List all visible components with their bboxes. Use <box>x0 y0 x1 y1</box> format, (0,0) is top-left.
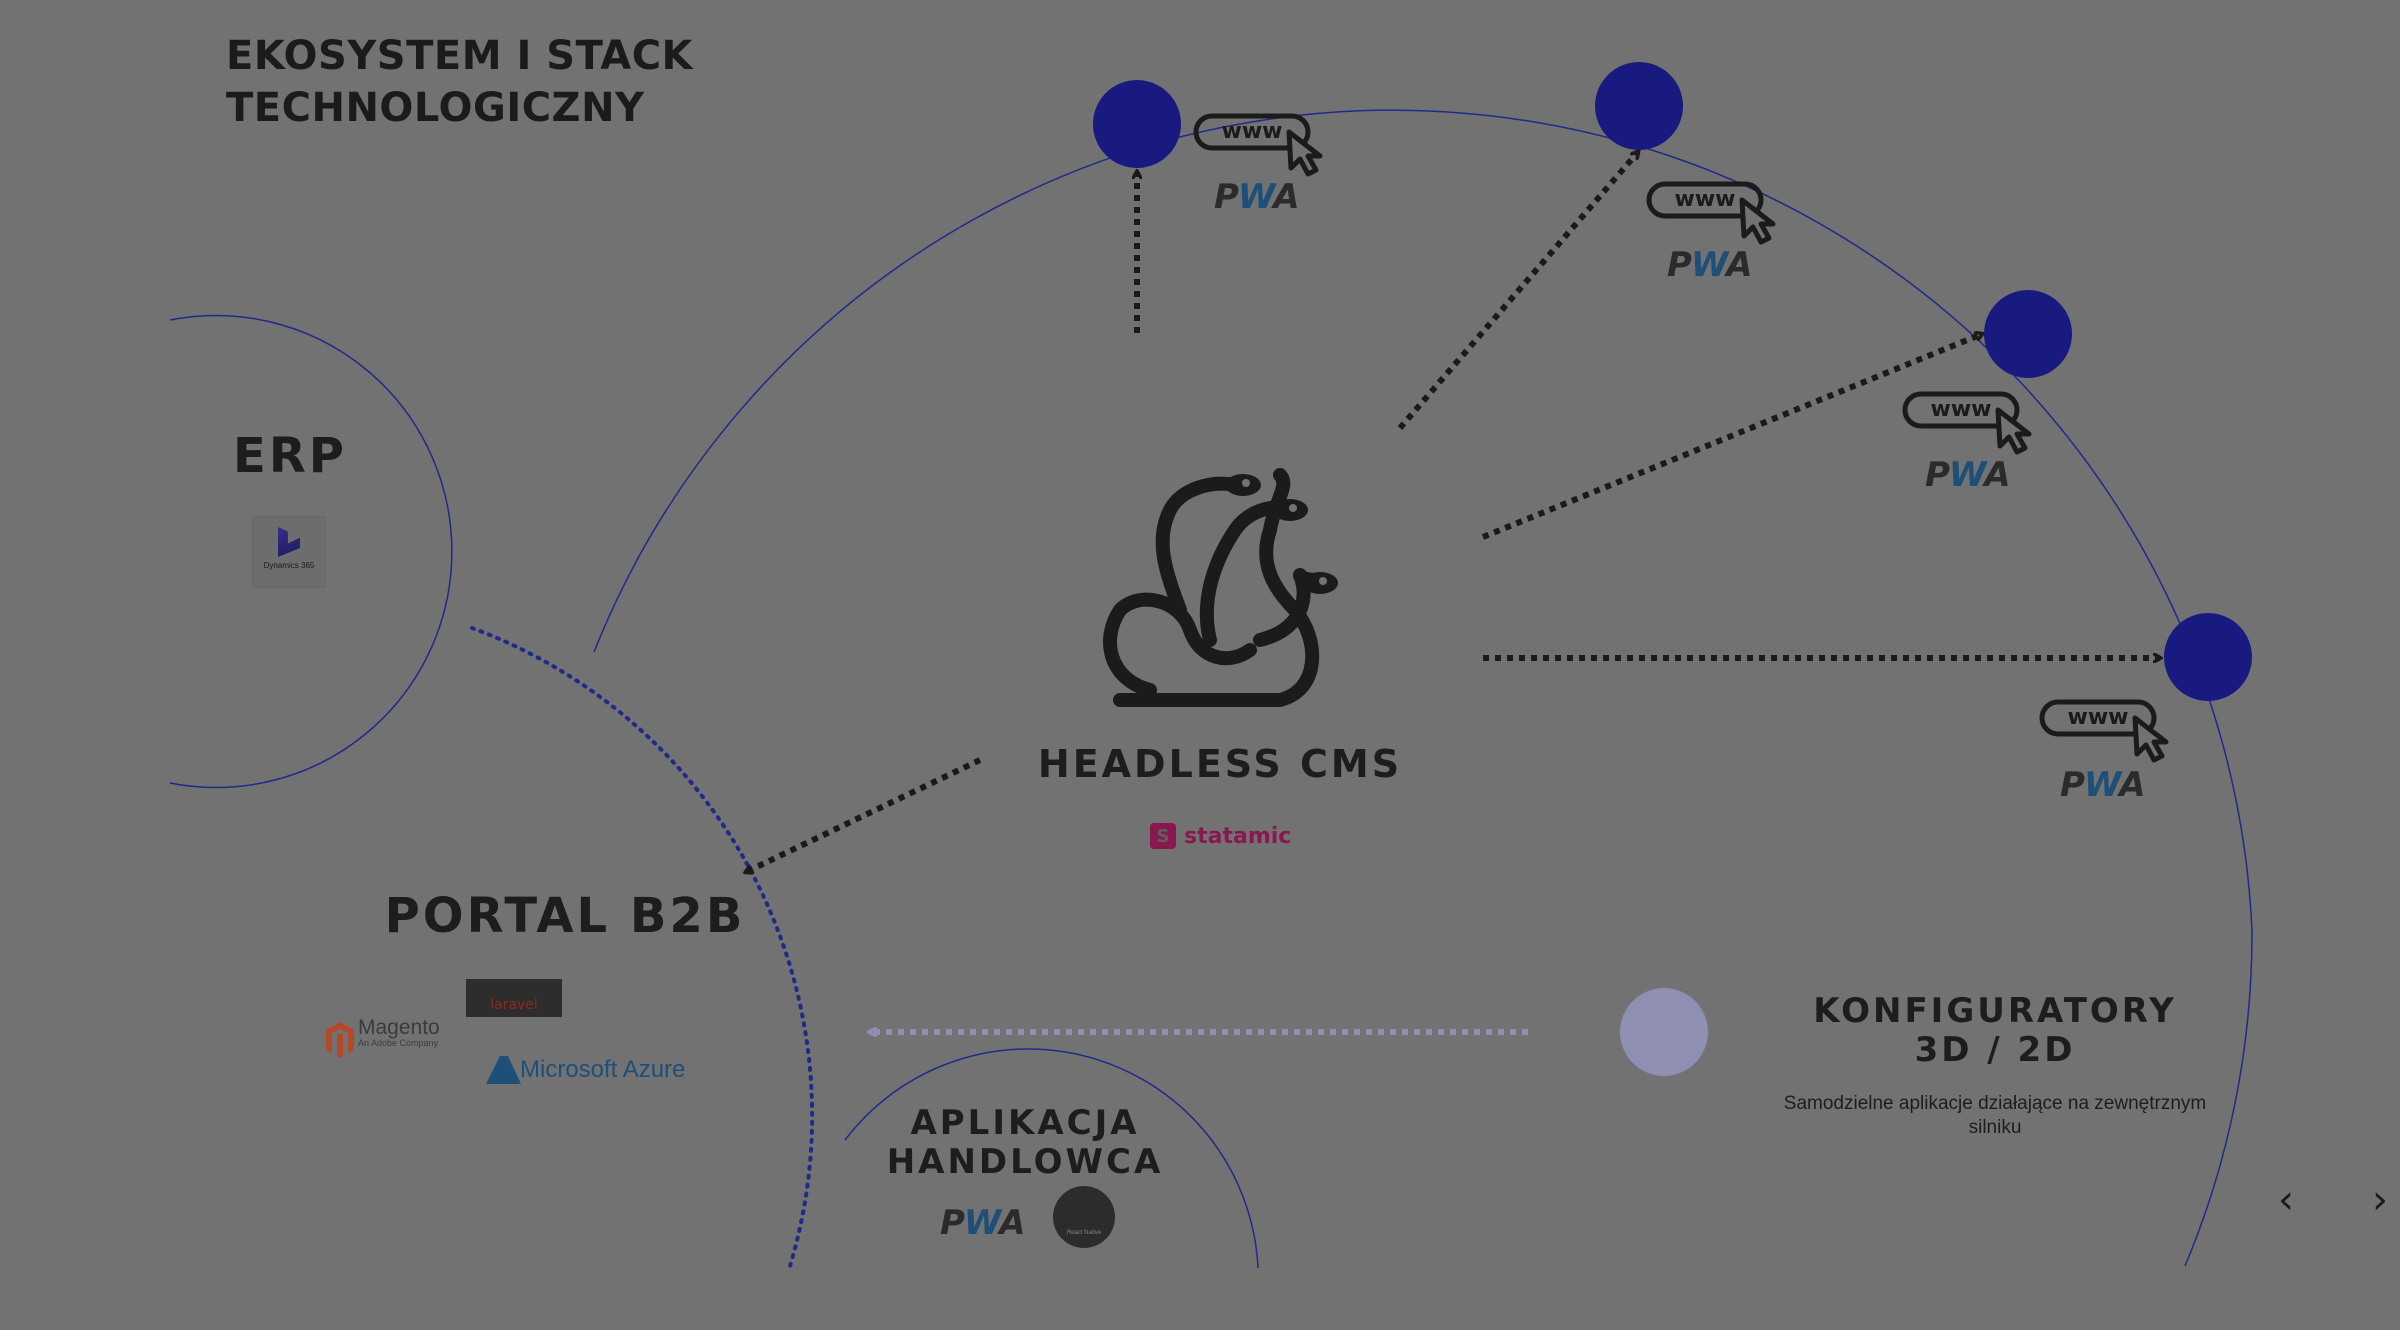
laravel-logo: laravel <box>466 979 562 1017</box>
channel-node-4 <box>2164 613 2252 701</box>
configurator-label: KONFIGURATORY 3D / 2D <box>1813 991 2177 1070</box>
www-text-3: www <box>1930 397 1992 422</box>
azure-logo: Microsoft Azure <box>520 1056 686 1083</box>
dynamics-logo: Dynamics 365 <box>252 516 326 588</box>
hydra-eyes <box>1242 479 1327 585</box>
www-text-2: www <box>1674 187 1736 212</box>
arrow-channel-3 <box>1481 334 1982 540</box>
channel-node-1 <box>1093 80 1181 168</box>
app-handlowca-label: APLIKACJA HANDLOWCA <box>886 1103 1164 1182</box>
prev-slide-button[interactable]: ‹ <box>2278 1177 2294 1223</box>
next-slide-button[interactable]: › <box>2372 1177 2388 1223</box>
magento-logo-subtext: An Adobe Company <box>358 1038 439 1048</box>
www-icon-4 <box>2039 699 2169 763</box>
channel-arc <box>593 109 2253 1267</box>
page-title: EKOSYSTEM I STACK TECHNOLOGICZNY <box>226 33 694 131</box>
magento-logo: Magento An Adobe Company <box>358 1016 440 1048</box>
www-text-4: www <box>2067 705 2129 730</box>
arrow-portal <box>746 757 982 872</box>
statamic-icon: S <box>1150 823 1176 849</box>
app-arc <box>844 1048 1259 1269</box>
magento-logo-text: Magento <box>358 1016 440 1039</box>
www-icon-2 <box>1646 181 1776 245</box>
configurator-description: Samodzielne aplikacje działające na zewn… <box>1783 1093 2207 1138</box>
statamic-logo-text: statamic <box>1184 823 1292 849</box>
portal-b2b-label: PORTAL B2B <box>384 888 746 944</box>
react-native-logo-text: React Native <box>1066 1230 1102 1236</box>
configurator-node <box>1620 988 1708 1076</box>
dynamics-icon <box>278 527 300 557</box>
react-native-logo: React Native <box>1053 1186 1115 1248</box>
statamic-logo: S statamic <box>1150 820 1291 852</box>
arrow-channel-2 <box>1397 152 1638 430</box>
www-icon-3 <box>1902 391 2032 455</box>
www-text-1: www <box>1221 119 1283 144</box>
portal-dotted-arc <box>470 626 815 1268</box>
channel-node-2 <box>1595 62 1683 150</box>
dynamics-logo-text: Dynamics 365 <box>263 561 315 570</box>
erp-circle <box>169 314 453 789</box>
channel-pwa-logo-3: PWA <box>1925 455 2011 495</box>
www-icon-1 <box>1193 113 1323 177</box>
channel-pwa-logo-1: PWA <box>1214 177 1300 217</box>
channel-pwa-logo-2: PWA <box>1667 245 1753 285</box>
app-pwa-logo: PWA <box>940 1203 1026 1243</box>
cms-label: HEADLESS CMS <box>1037 742 1403 786</box>
magento-icon <box>326 1022 354 1058</box>
erp-label: ERP <box>233 428 347 484</box>
channel-pwa-logo-4: PWA <box>2060 765 2146 805</box>
channel-node-3 <box>1984 290 2072 378</box>
azure-icon <box>486 1056 521 1084</box>
